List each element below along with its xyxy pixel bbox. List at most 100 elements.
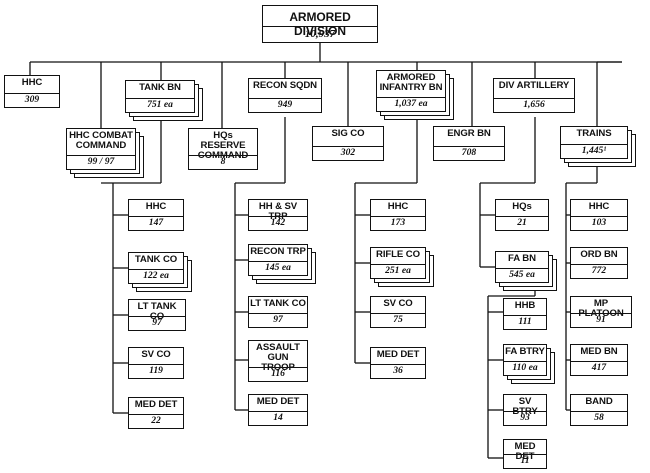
tank-bn-sv-co-box: SV CO 119 (128, 347, 184, 379)
inf-sv-co-label: SV CO (383, 298, 413, 309)
trains-label: TRAINS (576, 128, 612, 139)
band-strength: 58 (571, 411, 627, 424)
tank-bn-sv-co-strength: 119 (129, 364, 183, 377)
ord-bn-label: ORD BN (580, 249, 618, 260)
fa-bn-label: FA BN (508, 253, 536, 264)
mp-platoon-strength: 91 (571, 313, 631, 326)
trains-strength: 1,445¹ (561, 144, 627, 157)
tank-bn-med-det-label: MED DET (134, 399, 178, 410)
med-bn-box: MED BN 417 (570, 344, 628, 376)
fa-bn-box: FA BN 545 ea (495, 251, 549, 283)
trains-hhc-label: HHC (588, 201, 610, 212)
assault-gun-troop-strength: 116 (249, 367, 307, 380)
recon-med-det-box: MED DET 14 (248, 394, 308, 426)
tank-bn-strength: 751 ea (126, 98, 194, 111)
inf-med-det-label: MED DET (376, 349, 420, 360)
hqs-reserve-command-box: HQs RESERVE COMMAND 8 (188, 128, 258, 170)
sv-btry-box: SV BTRY 93 (503, 394, 547, 426)
arty-hqs-strength: 21 (496, 216, 548, 229)
recon-sqdn-box: RECON SQDN 949 (248, 78, 322, 113)
tank-bn-label: TANK BN (139, 82, 181, 93)
armored-division-strength: 10,937 (263, 26, 377, 41)
band-box: BAND 58 (570, 394, 628, 426)
sig-co-box: SIG CO 302 (312, 126, 384, 161)
ord-bn-box: ORD BN 772 (570, 247, 628, 279)
hhc-combat-command-strength: 99 / 97 (67, 155, 135, 168)
tank-bn-med-det-box: MED DET 22 (128, 397, 184, 429)
engr-bn-label: ENGR BN (447, 128, 491, 139)
recon-lt-tank-co-strength: 97 (249, 313, 307, 326)
div-artillery-strength: 1,656 (494, 98, 574, 111)
trains-hhc-strength: 103 (571, 216, 627, 229)
hqs-reserve-command-strength: 8 (189, 155, 257, 168)
arty-hqs-box: HQs 21 (495, 199, 549, 231)
recon-trp-strength: 145 ea (249, 261, 307, 274)
inf-hhc-box: HHC 173 (370, 199, 426, 231)
armored-division-label: ARMORED DIVISION (289, 10, 351, 38)
tank-co-strength: 122 ea (129, 269, 183, 282)
hhb-label: HHB (514, 300, 536, 311)
sig-co-label: SIG CO (331, 128, 365, 139)
fa-med-det-strength: 11 (504, 454, 546, 467)
fa-med-det-box: MED DET 11 (503, 439, 547, 469)
med-bn-label: MED BN (580, 346, 618, 357)
hhc-box: HHC 309 (4, 75, 60, 108)
recon-lt-tank-co-box: LT TANK CO 97 (248, 296, 308, 328)
tank-bn-lt-tank-co-strength: 97 (129, 316, 185, 329)
recon-lt-tank-co-label: LT TANK CO (250, 298, 306, 309)
assault-gun-troop-box: ASSAULT GUN TROOP 116 (248, 340, 308, 382)
band-label: BAND (585, 396, 613, 407)
fa-med-det-label: MED DET (514, 441, 536, 462)
recon-trp-label: RECON TRP (250, 246, 306, 257)
inf-sv-co-box: SV CO 75 (370, 296, 426, 328)
rifle-co-strength: 251 ea (371, 264, 425, 277)
tank-bn-hhc-strength: 147 (129, 216, 183, 229)
med-bn-strength: 417 (571, 361, 627, 374)
hhc-strength: 309 (5, 93, 59, 106)
hhc-label: HHC (21, 77, 43, 88)
fa-btry-box: FA BTRY 110 ea (503, 344, 547, 376)
sig-co-strength: 302 (313, 146, 383, 159)
trains-hhc-box: HHC 103 (570, 199, 628, 231)
tank-co-label: TANK CO (134, 254, 178, 265)
armored-infantry-bn-strength: 1,037 ea (377, 97, 445, 110)
hh-sv-trp-box: HH & SV TRP 142 (248, 199, 308, 231)
sv-btry-strength: 93 (504, 411, 546, 424)
recon-sqdn-strength: 949 (249, 98, 321, 111)
mp-platoon-box: MP PLATOON 91 (570, 296, 632, 328)
armored-infantry-bn-label: ARMORED INFANTRY BN (379, 72, 443, 93)
hhc-combat-command-box: HHC COMBAT COMMAND 99 / 97 (66, 128, 136, 170)
armored-infantry-bn-box: ARMORED INFANTRY BN 1,037 ea (376, 70, 446, 112)
trains-box: TRAINS 1,445¹ (560, 126, 628, 159)
tank-co-box: TANK CO 122 ea (128, 252, 184, 284)
arty-hqs-label: HQs (512, 201, 532, 212)
hhc-combat-command-label: HHC COMBAT COMMAND (69, 130, 133, 151)
tank-bn-sv-co-label: SV CO (141, 349, 171, 360)
hhb-strength: 111 (504, 315, 546, 328)
ord-bn-strength: 772 (571, 264, 627, 277)
inf-med-det-box: MED DET 36 (370, 347, 426, 379)
div-artillery-label: DIV ARTILLERY (498, 80, 570, 91)
hh-sv-trp-strength: 142 (249, 216, 307, 229)
recon-med-det-strength: 14 (249, 411, 307, 424)
inf-sv-co-strength: 75 (371, 313, 425, 326)
fa-btry-strength: 110 ea (504, 361, 546, 374)
inf-hhc-label: HHC (387, 201, 409, 212)
rifle-co-label: RIFLE CO (376, 249, 420, 260)
div-artillery-box: DIV ARTILLERY 1,656 (493, 78, 575, 113)
inf-med-det-strength: 36 (371, 364, 425, 377)
rifle-co-box: RIFLE CO 251 ea (370, 247, 426, 279)
engr-bn-box: ENGR BN 708 (433, 126, 505, 161)
inf-hhc-strength: 173 (371, 216, 425, 229)
tank-bn-med-det-strength: 22 (129, 414, 183, 427)
recon-trp-box: RECON TRP 145 ea (248, 244, 308, 276)
fa-btry-label: FA BTRY (505, 346, 545, 357)
tank-bn-lt-tank-co-box: LT TANK CO 97 (128, 299, 186, 331)
recon-med-det-label: MED DET (256, 396, 300, 407)
recon-sqdn-label: RECON SQDN (252, 80, 318, 91)
tank-bn-hhc-box: HHC 147 (128, 199, 184, 231)
hhb-box: HHB 111 (503, 298, 547, 330)
tank-bn-box: TANK BN 751 ea (125, 80, 195, 113)
fa-bn-strength: 545 ea (496, 268, 548, 281)
